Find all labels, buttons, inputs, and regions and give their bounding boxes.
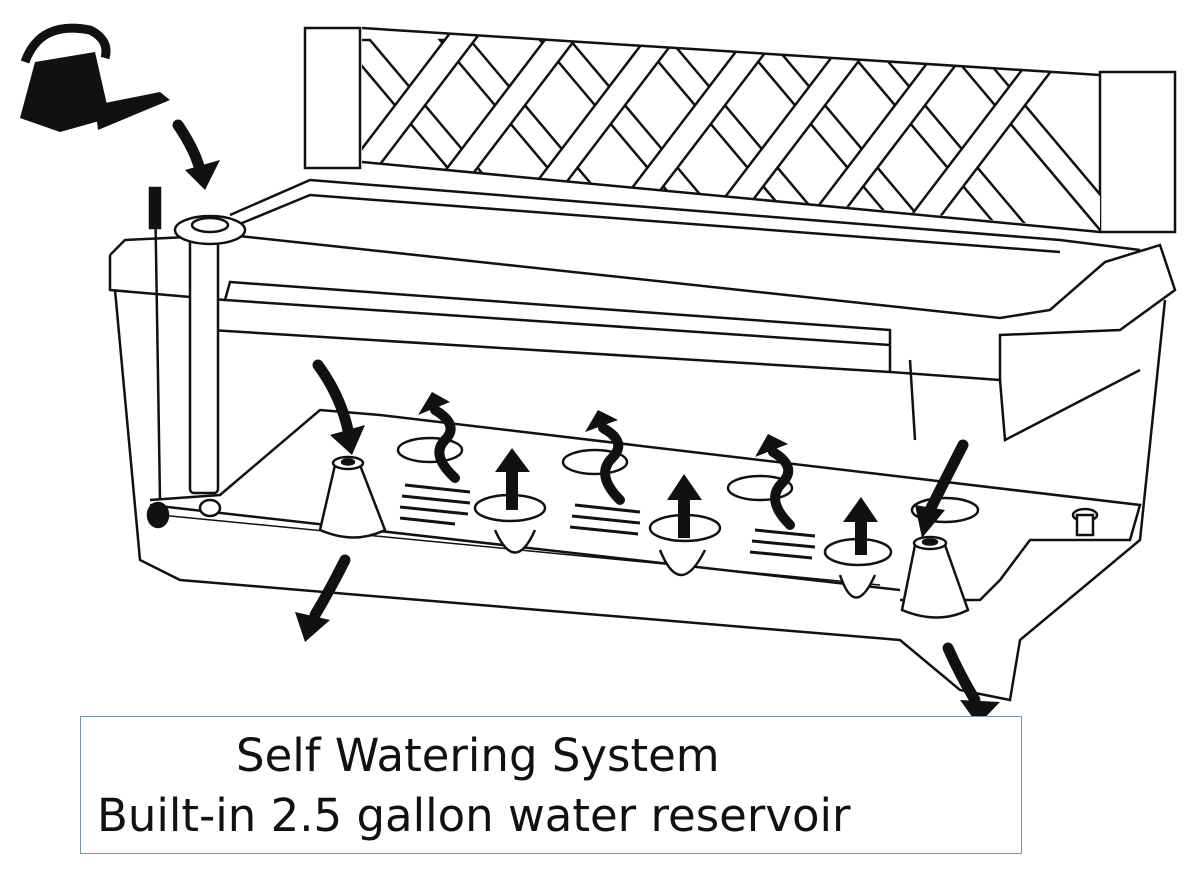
arrow-icon [172,119,981,706]
wicking-arrow-icon [430,405,795,530]
wicking-cones [493,529,877,599]
trellis [303,26,1177,234]
caption-title: Self Watering System [236,729,720,782]
up-arrow-icon [495,448,878,555]
fill-tube [146,186,247,529]
arrow-head-icon [185,160,1000,725]
overflow-plug-left [318,455,387,539]
caption-subtitle: Built-in 2.5 gallon water reservoir [97,789,851,842]
watering-can-icon [20,23,170,132]
overflow-plug-right [900,535,970,619]
planter-box [108,178,1177,702]
caption-box: Self Watering System Built-in 2.5 gallon… [80,716,1022,854]
wicking-arrow-head-icon [418,392,788,457]
water-lines [399,483,816,560]
wicking-holes [396,436,1099,567]
